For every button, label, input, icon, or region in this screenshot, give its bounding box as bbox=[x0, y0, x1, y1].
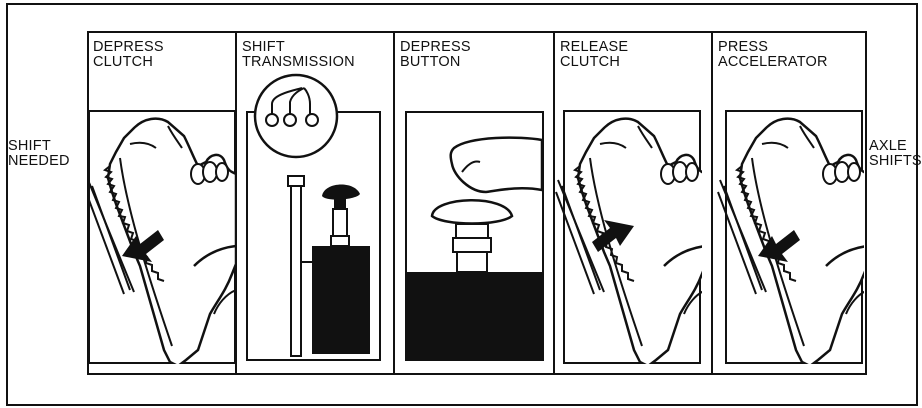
step-2-heading: SHIFT TRANSMISSION bbox=[242, 40, 355, 70]
step-1-line2: CLUTCH bbox=[93, 55, 164, 70]
step-4-line1: RELEASE bbox=[560, 40, 628, 55]
end-label-line2: SHIFTS bbox=[869, 154, 922, 169]
step-5-line2: ACCELERATOR bbox=[718, 55, 828, 70]
end-label-line1: AXLE bbox=[869, 139, 922, 154]
step-4-line2: CLUTCH bbox=[560, 55, 628, 70]
step-2-line2: TRANSMISSION bbox=[242, 55, 355, 70]
end-label: AXLE SHIFTS bbox=[869, 139, 922, 169]
step-4-illustration bbox=[556, 111, 706, 366]
start-label-line1: SHIFT bbox=[8, 139, 70, 154]
step-3-illustration bbox=[406, 112, 543, 360]
start-label-line2: NEEDED bbox=[8, 154, 70, 169]
step-2-line1: SHIFT bbox=[242, 40, 355, 55]
step-5-line1: PRESS bbox=[718, 40, 828, 55]
step-4-heading: RELEASE CLUTCH bbox=[560, 40, 628, 70]
step-2-illustration bbox=[247, 75, 380, 360]
step-1-heading: DEPRESS CLUTCH bbox=[93, 40, 164, 70]
step-5-heading: PRESS ACCELERATOR bbox=[718, 40, 828, 70]
step-1-line1: DEPRESS bbox=[93, 40, 164, 55]
step-3-heading: DEPRESS BUTTON bbox=[400, 40, 471, 70]
step-5-illustration bbox=[718, 111, 868, 366]
step-1-illustration bbox=[86, 111, 236, 366]
step-3-line2: BUTTON bbox=[400, 55, 471, 70]
start-label: SHIFT NEEDED bbox=[8, 139, 70, 169]
step-3-line1: DEPRESS bbox=[400, 40, 471, 55]
